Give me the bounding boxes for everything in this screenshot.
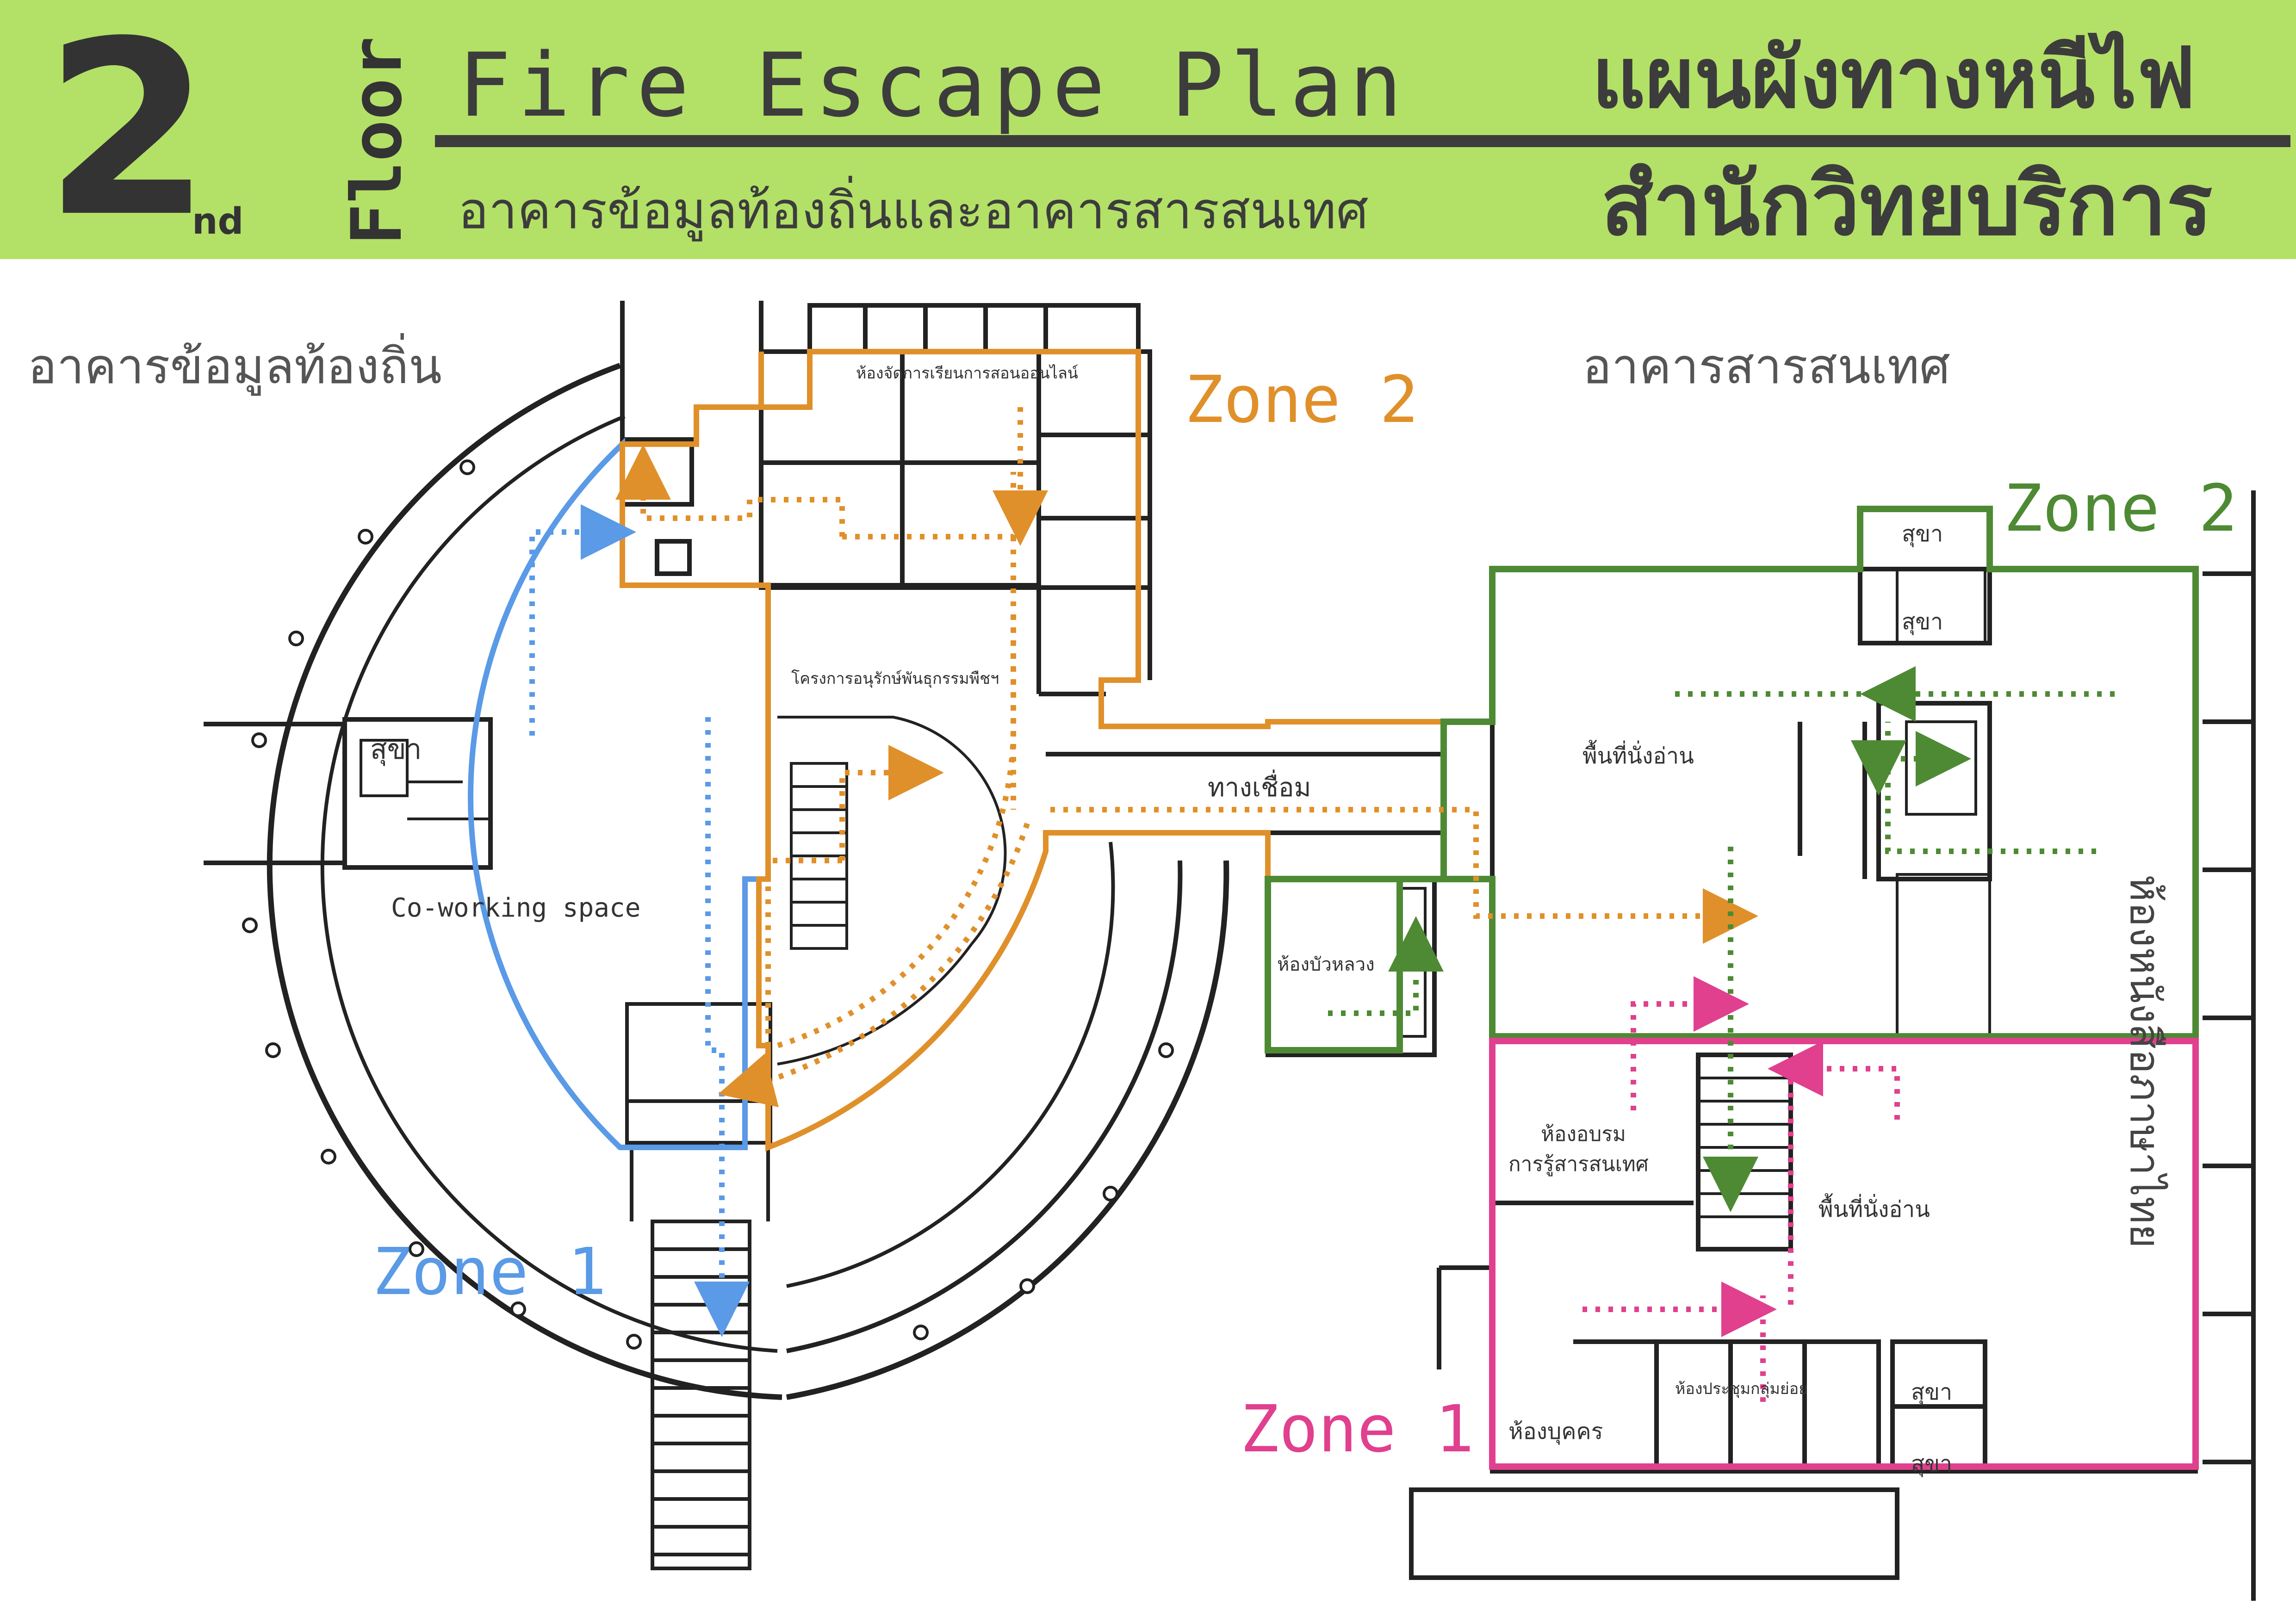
restroom-bottom-2: สุขา [1911, 1451, 1953, 1477]
left-wing-walls [204, 717, 493, 870]
meeting-room: ห้องประชุมกลุ่มย่อย [1675, 1380, 1808, 1398]
title-thai: แผนผังทางหนีไฟ [1592, 30, 2196, 127]
left-zone-1-label: Zone 1 [372, 1234, 607, 1310]
department-name: สำนักวิทยบริการ [1601, 155, 2213, 254]
room-online-learning: ห้องจัดการเรียนการสอนออนไลน์ [856, 364, 1079, 383]
subtitle-buildings: อาคารข้อมูลท้องถิ่นและอาคารสารสนเทศ [458, 181, 1369, 240]
restroom-top-1: สุขา [1902, 521, 1943, 547]
restroom-top-2: สุขา [1902, 609, 1943, 635]
reading-area-top: พื้นที่นั่งอ่าน [1582, 743, 1694, 769]
thai-books-room: ห้องหนังสือภาษาไทย [2121, 874, 2169, 1249]
pillars [242, 459, 1174, 1350]
left-zone-1-outline [468, 438, 771, 1150]
floor-number: 2 [44, 0, 211, 270]
header-band [0, 0, 2296, 259]
right-zone-2-label: Zone 2 [2004, 471, 2238, 546]
connector-label: ทางเชื่อม [1208, 773, 1311, 803]
right-structural-grid [2203, 490, 2256, 1601]
reading-area-bottom: พื้นที่นั่งอ่าน [1818, 1196, 1930, 1222]
zone-1-right-routes [1582, 976, 1900, 1402]
right-zone-2-outline [1265, 506, 2199, 1053]
room-plant-genetics: โครงการอนุรักษ์พันธุกรรมพืชฯ [791, 669, 999, 688]
header-divider [435, 135, 2290, 147]
restroom-left: สุขา [370, 733, 422, 766]
entry-stair [625, 1002, 772, 1570]
central-stair [790, 762, 848, 950]
room-coworking: Co-working space [391, 893, 641, 923]
room-lotus: ห้องบัวหลวง [1277, 954, 1375, 975]
left-building-walls [267, 363, 1229, 1400]
restroom-bottom-1: สุขา [1911, 1379, 1953, 1405]
right-zone-1-label: Zone 1 [1240, 1392, 1474, 1467]
title-english: Fire Escape Plan [458, 34, 1409, 136]
left-zone-2-label: Zone 2 [1185, 362, 1419, 438]
building-label-information: อาคารสารสนเทศ [1582, 338, 1950, 395]
building-label-local-info: อาคารข้อมูลท้องถิ่น [28, 338, 442, 395]
training-room-line1: ห้องอบรม [1541, 1122, 1626, 1146]
right-zone-1-outline [1489, 1038, 2199, 1470]
zone-2-left-routes [615, 407, 1758, 1108]
personnel-room: ห้องบุคคร [1508, 1419, 1603, 1444]
floor-suffix: nd [192, 201, 244, 242]
training-room-line2: การรู้สารสนเทศ [1508, 1152, 1649, 1176]
zone-1-left-routes [529, 504, 750, 1337]
